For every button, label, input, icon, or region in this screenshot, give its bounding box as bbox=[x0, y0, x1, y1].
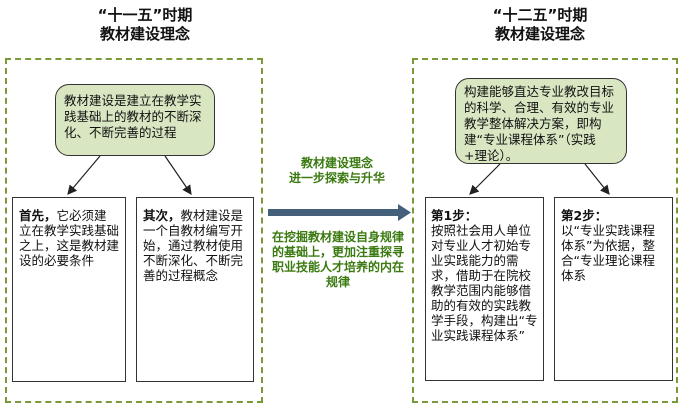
step1-text: 按照社会用人单位对专业人才初始专业实践能力的需求，借助于在院校教学范围内能够借助… bbox=[431, 223, 538, 343]
left-heading-period: “十一五”时期 bbox=[97, 6, 193, 24]
left-heading: “十一五”时期 教材建设理念 bbox=[30, 6, 260, 44]
second-lead: 其次， bbox=[143, 208, 181, 223]
first-lead: 首先， bbox=[19, 208, 57, 223]
first-text: 它必须建立在教学实践基础之上，这是教材建设的必要条件 bbox=[19, 208, 120, 268]
arrow-left-to-first bbox=[67, 155, 101, 195]
left-panel bbox=[5, 58, 263, 403]
middle-title-line1: 教材建设理念 bbox=[300, 156, 373, 170]
left-box-second: 其次，教材建设是一个自教材编写开始，通过教材使用不断深化、不断完善的过程概念 bbox=[136, 197, 254, 382]
arrow-left-to-second bbox=[164, 155, 192, 195]
step2-text: 以“专业实践课程体系”为依据，整合“专业理论课程体系 bbox=[561, 223, 655, 283]
right-panel bbox=[412, 58, 678, 403]
right-heading-title: 教材建设理念 bbox=[494, 25, 585, 43]
right-heading: “十二五”时期 教材建设理念 bbox=[420, 6, 660, 44]
right-box-step2: 第2步： 以“专业实践课程体系”为依据，整合“专业理论课程体系 bbox=[554, 197, 673, 381]
right-heading-period: “十二五”时期 bbox=[492, 6, 588, 24]
second-text: 教材建设是一个自教材编写开始，通过教材使用不断深化、不断完善的过程概念 bbox=[143, 208, 244, 283]
arrow-right-to-step1 bbox=[469, 163, 501, 195]
right-concept-box: 构建能够直达专业教改目标的科学、合理、有效的专业教学整体解决方案，即构建“专业课… bbox=[455, 78, 627, 164]
main-transition-arrow bbox=[268, 204, 411, 221]
middle-description: 在挖掘教材建设自身规律的基础上，更加注重探寻职业技能人才培养的内在规律 bbox=[271, 230, 404, 289]
left-concept-box: 教材建设是建立在教学实践基础上的教材的不断深化、不断完善的过程 bbox=[55, 84, 215, 156]
right-box-step1: 第1步： 按照社会用人单位对专业人才初始专业实践能力的需求，借助于在院校教学范围… bbox=[425, 197, 544, 381]
middle-title: 教材建设理念 进一步探索与升华 bbox=[262, 156, 412, 186]
step2-label: 第2步： bbox=[561, 208, 608, 223]
middle-title-line2: 进一步探索与升华 bbox=[288, 171, 385, 185]
step1-label: 第1步： bbox=[431, 208, 478, 223]
arrow-right-to-step2 bbox=[584, 163, 610, 195]
left-heading-title: 教材建设理念 bbox=[99, 25, 190, 43]
left-box-first: 首先，它必须建立在教学实践基础之上，这是教材建设的必要条件 bbox=[12, 197, 126, 382]
